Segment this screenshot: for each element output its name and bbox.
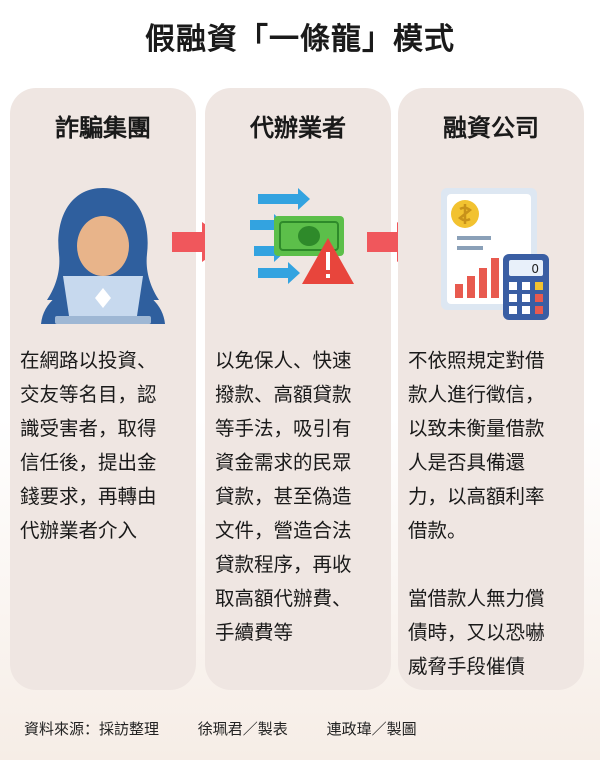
card-scam-group: 詐騙集團 在網路以投資、 交友等名目，認 識受害者，取得 信任後，提出金 錢要求… [10, 88, 196, 690]
finance-calculator-icon: 0 [398, 184, 584, 404]
hooded-hacker-icon [10, 184, 196, 404]
footer-table-by: 徐珮君／製表 [197, 720, 288, 738]
card-text-scam-group: 在網路以投資、 交友等名目，認 識受害者，取得 信任後，提出金 錢要求，再轉由 … [20, 349, 157, 542]
page-title: 假融資「一條龍」模式 [145, 22, 455, 57]
card-title-loan-agent: 代辦業者 [250, 114, 346, 142]
card-title-finance-company: 融資公司 [443, 114, 539, 142]
card-loan-agent: 代辦業者 以免保人、快速 撥款、高額貸款 等手法，吸引有 資金需求的民眾 貸款，… [205, 88, 391, 690]
card-text-finance-company: 不依照規定對借 款人進行徵信， 以致未衡量借款 人是否具備還 力，以高額利率 借… [408, 349, 545, 678]
footer-source: 資料來源：採訪整理 [24, 720, 160, 738]
footer-chart-by: 連政瑋／製圖 [326, 720, 417, 738]
card-finance-company: 融資公司 0 [398, 88, 584, 690]
card-text-loan-agent: 以免保人、快速 撥款、高額貸款 等手法，吸引有 資金需求的民眾 貸款，甚至偽造 … [215, 349, 352, 644]
card-title-scam-group: 詐騙集團 [55, 114, 151, 142]
footer-credits: 資料來源：採訪整理 徐珮君／製表 連政瑋／製圖 [24, 718, 451, 739]
svg-text:0: 0 [531, 262, 539, 276]
money-warning-icon [205, 184, 391, 404]
